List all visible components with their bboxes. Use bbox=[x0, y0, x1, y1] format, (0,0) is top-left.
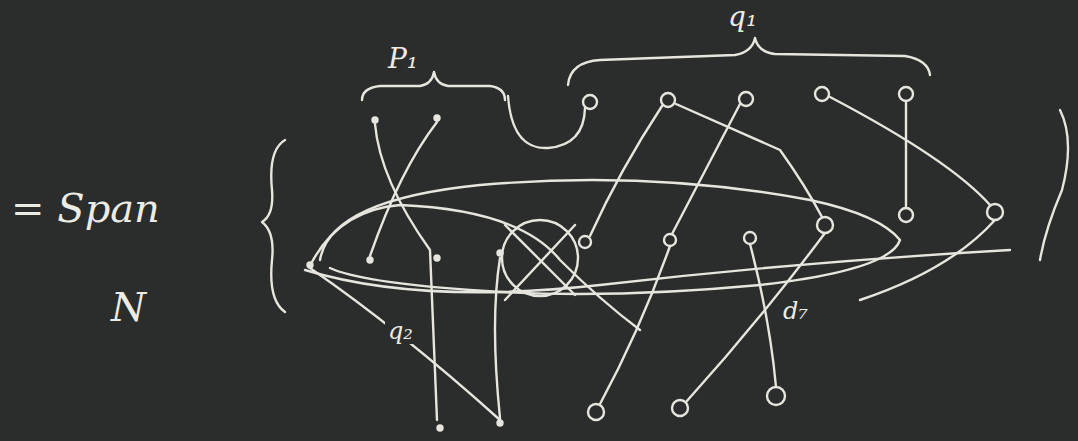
bracket bbox=[568, 38, 930, 85]
group-label: q₂ bbox=[385, 318, 416, 344]
group-label: q₁ bbox=[725, 2, 760, 33]
bracket bbox=[362, 72, 505, 100]
equation-label: = Span bbox=[8, 186, 163, 230]
set-label: N bbox=[108, 285, 149, 329]
curly-brace bbox=[262, 140, 285, 312]
group-label: P₁ bbox=[385, 44, 421, 75]
curly-brace bbox=[1040, 110, 1068, 260]
group-label: d₇ bbox=[780, 298, 811, 324]
